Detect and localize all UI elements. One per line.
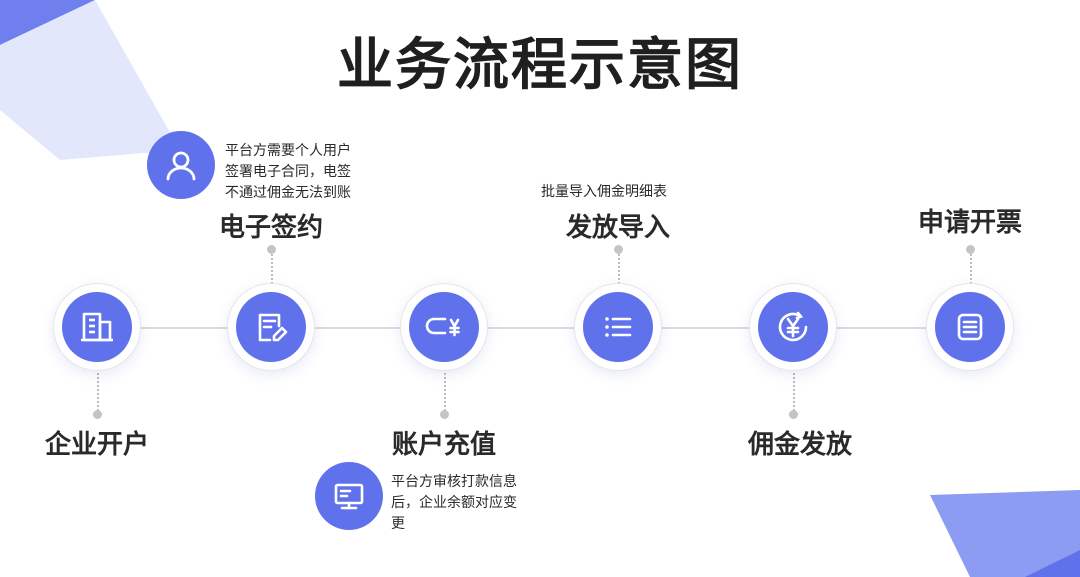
user-icon xyxy=(166,151,196,181)
card-yuan-icon xyxy=(425,317,460,337)
recharge-note-line-1: 平台方审核打款信息 xyxy=(391,474,517,490)
step-node-2 xyxy=(236,292,306,362)
recharge-note-line-2: 后，企业余额对应变 xyxy=(391,495,517,511)
step-label-2: 电子签约 xyxy=(218,213,324,243)
page-title: 业务流程示意图 xyxy=(337,33,743,98)
step-node-1 xyxy=(62,292,132,362)
step-label-5: 佣金发放 xyxy=(747,430,853,460)
step-node-4 xyxy=(583,292,653,362)
step-label-1: 企业开户 xyxy=(44,430,150,460)
yuan-circle-icon xyxy=(778,311,808,342)
connector-4 xyxy=(618,250,620,292)
list-icon xyxy=(605,317,632,337)
connector-dot-3 xyxy=(440,410,449,419)
contract-edit-icon xyxy=(258,313,288,342)
connector-6 xyxy=(970,250,972,292)
connector-dot-1 xyxy=(93,410,102,419)
connector-dot-6 xyxy=(966,245,975,254)
sign-note-line-3: 不通过佣金无法到账 xyxy=(225,185,351,201)
import-note: 批量导入佣金明细表 xyxy=(541,184,667,200)
connector-1 xyxy=(97,366,99,414)
connector-3 xyxy=(444,366,446,414)
connector-2 xyxy=(271,250,273,292)
step-label-4: 发放导入 xyxy=(565,213,671,243)
monitor-note-icon xyxy=(315,462,383,530)
decor-top-left xyxy=(0,0,180,160)
timeline-line xyxy=(100,327,980,329)
decor-bottom-right xyxy=(930,490,1080,577)
recharge-note: 平台方审核打款信息 后，企业余额对应变 更 xyxy=(391,472,517,535)
step-label-3: 账户充值 xyxy=(391,430,497,460)
connector-5 xyxy=(793,366,795,414)
connector-dot-5 xyxy=(789,410,798,419)
sign-note-line-1: 平台方需要个人用户 xyxy=(225,143,351,159)
step-label-6: 申请开票 xyxy=(917,208,1023,238)
building-icon xyxy=(81,312,113,342)
sign-note-line-2: 签署电子合同，电签 xyxy=(225,164,351,180)
user-note-icon xyxy=(147,131,215,199)
step-node-5 xyxy=(758,292,828,362)
monitor-icon xyxy=(334,483,364,510)
step-node-3 xyxy=(409,292,479,362)
step-node-6 xyxy=(935,292,1005,362)
sign-note: 平台方需要个人用户 签署电子合同，电签 不通过佣金无法到账 xyxy=(225,141,351,204)
invoice-icon xyxy=(957,313,983,341)
connector-dot-4 xyxy=(614,245,623,254)
recharge-note-line-3: 更 xyxy=(391,516,405,532)
connector-dot-2 xyxy=(267,245,276,254)
